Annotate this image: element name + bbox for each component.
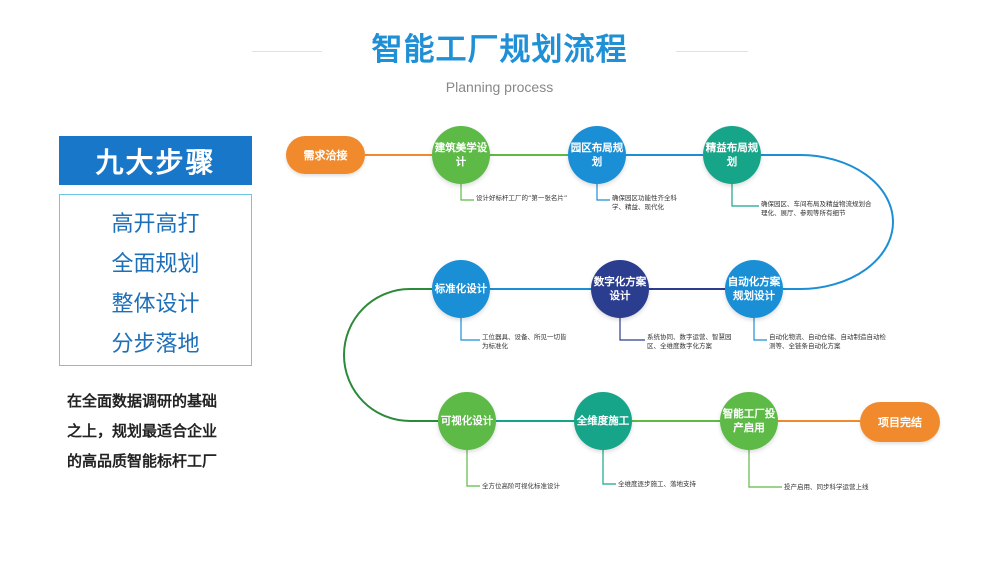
steps-heading: 九大步骤 <box>59 136 252 185</box>
end-node: 项目完结 <box>860 402 940 442</box>
flow-node: 园区布局规划 <box>568 126 626 184</box>
node-note: 工位器具、设备、所见一切皆为标准化 <box>482 333 567 350</box>
node-note: 确保园区、车间布局及精益物流规划合理化、展厅、参观等所有细节 <box>761 200 872 217</box>
description-line: 之上，规划最适合企业 <box>67 422 218 440</box>
note-leader <box>619 318 645 341</box>
note-leader <box>753 318 767 341</box>
node-note: 系统协同、数字运营、智慧园区、全维度数字化方案 <box>647 333 732 350</box>
connector-curve-right <box>761 154 894 290</box>
flow-node: 建筑美学设计 <box>432 126 490 184</box>
node-note: 全维度逐步施工、落地支持 <box>618 480 696 488</box>
node-note: 全方位高阶可视化标准设计 <box>482 482 560 490</box>
note-leader <box>596 184 610 201</box>
note-leader <box>731 184 759 207</box>
flow-node: 智能工厂投产启用 <box>720 392 778 450</box>
flow-node: 数字化方案设计 <box>591 260 649 318</box>
steps-item: 整体设计 <box>111 292 200 317</box>
note-leader <box>460 318 480 341</box>
note-leader <box>602 450 616 485</box>
title-right-rule <box>676 51 748 52</box>
node-note: 投产启用、同步科学运营上线 <box>784 483 869 491</box>
connector-curve-left <box>343 288 438 422</box>
description-line: 在全面数据调研的基础 <box>67 392 218 410</box>
note-leader <box>748 450 782 488</box>
node-note: 确保园区功能性齐全科学、精益、现代化 <box>612 194 677 211</box>
description-line: 的高品质智能标杆工厂 <box>67 452 218 470</box>
page-subtitle: Planning process <box>445 79 554 95</box>
start-node: 需求洽接 <box>286 136 365 174</box>
steps-item: 高开高打 <box>111 212 200 237</box>
note-leader <box>460 184 474 201</box>
steps-item: 全面规划 <box>111 252 200 277</box>
title-left-rule <box>252 51 322 52</box>
flow-node: 精益布局规划 <box>703 126 761 184</box>
node-note: 设计好标杆工厂的“第一张名片” <box>476 194 568 202</box>
title-block: 智能工厂规划流程 <box>0 30 999 70</box>
steps-item: 分步落地 <box>111 332 200 357</box>
flow-node: 可视化设计 <box>438 392 496 450</box>
steps-list: 高开高打 全面规划 整体设计 分步落地 <box>59 194 252 366</box>
node-note: 自动化物流、自动仓储、自动制造自动检测等、全链条自动化方案 <box>769 333 886 350</box>
page-title: 智能工厂规划流程 <box>371 32 628 68</box>
description-text: 在全面数据调研的基础 之上，规划最适合企业 的高品质智能标杆工厂 <box>67 386 267 476</box>
note-leader <box>466 450 480 487</box>
flow-node: 标准化设计 <box>432 260 490 318</box>
flow-node: 全维度施工 <box>574 392 632 450</box>
flow-node: 自动化方案规划设计 <box>725 260 783 318</box>
